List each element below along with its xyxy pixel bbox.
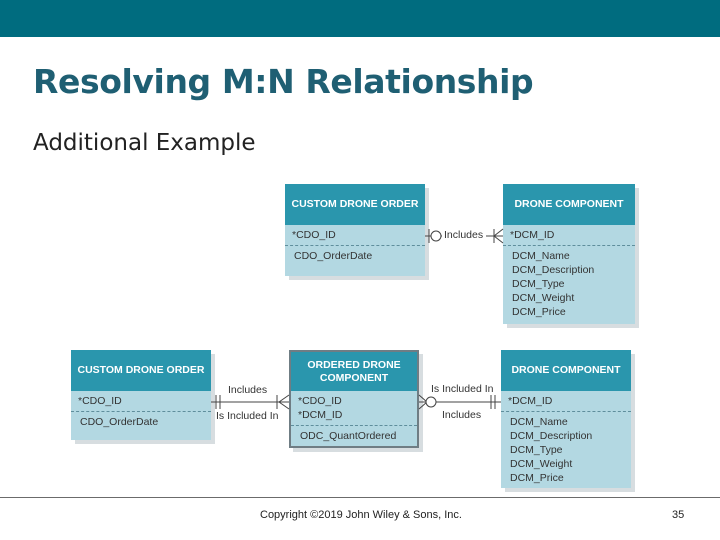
page-number: 35: [672, 509, 685, 521]
copyright-text: Copyright ©2019 John Wiley & Sons, Inc.: [260, 509, 462, 521]
relationship-label-left-bottom: Is Included In: [216, 410, 279, 422]
entity-ordered-drone-component: ORDERED DRONE COMPONENT *CDO_ID *DCM_ID …: [289, 350, 419, 448]
attribute-dcm-name: DCM_Name: [510, 416, 568, 428]
entity-primary-key: *CDO_ID *DCM_ID: [291, 391, 417, 426]
relationship-label-left-top: Includes: [228, 384, 268, 396]
entity-primary-key: *DCM_ID: [503, 225, 635, 246]
entity-primary-key: *DCM_ID: [501, 391, 631, 412]
entity-header: DRONE COMPONENT: [501, 350, 631, 391]
attribute-dcm-id: *DCM_ID: [510, 229, 555, 241]
slide-title: Resolving M:N Relationship: [33, 62, 534, 101]
attribute-dcm-name: DCM_Name: [512, 250, 570, 262]
attribute-dcm-id: *DCM_ID: [508, 395, 553, 407]
attribute-cdo-id: *CDO_ID: [298, 395, 342, 407]
slide-subtitle: Additional Example: [33, 130, 256, 156]
connector-top-crowfoot: [493, 228, 504, 244]
attribute-dcm-price: DCM_Price: [510, 472, 564, 484]
relationship-label-top: Includes: [444, 229, 484, 241]
footer-divider: [0, 497, 720, 498]
relationship-label-right-bottom: Includes: [442, 409, 482, 421]
attribute-odc-quantordered: ODC_QuantOrdered: [300, 430, 397, 442]
attribute-dcm-id: *DCM_ID: [298, 409, 343, 421]
entity-header: ORDERED DRONE COMPONENT: [291, 352, 417, 391]
entity-primary-key: *CDO_ID: [285, 225, 425, 246]
attribute-dcm-price: DCM_Price: [512, 306, 566, 318]
entity-header: CUSTOM DRONE ORDER: [285, 184, 425, 225]
entity-attributes: DCM_Name DCM_Description DCM_Type DCM_We…: [501, 412, 631, 485]
entity-header: DRONE COMPONENT: [503, 184, 635, 225]
attribute-cdo-id: *CDO_ID: [78, 395, 122, 407]
entity-drone-component-bottom: DRONE COMPONENT *DCM_ID DCM_Name DCM_Des…: [501, 350, 631, 488]
entity-drone-component-top: DRONE COMPONENT *DCM_ID DCM_Name DCM_Des…: [503, 184, 635, 324]
attribute-dcm-description: DCM_Description: [512, 264, 595, 276]
entity-primary-key: *CDO_ID: [71, 391, 211, 412]
entity-header: CUSTOM DRONE ORDER: [71, 350, 211, 391]
attribute-cdo-orderdate: CDO_OrderDate: [80, 416, 159, 428]
relationship-label-right-top: Is Included In: [431, 383, 494, 395]
connector-top-ring: [430, 230, 442, 242]
attribute-dcm-type: DCM_Type: [510, 444, 563, 456]
entity-attributes: CDO_OrderDate: [71, 412, 211, 429]
entity-attributes: CDO_OrderDate: [285, 246, 425, 263]
top-bar: [0, 0, 720, 37]
attribute-dcm-description: DCM_Description: [510, 430, 593, 442]
attribute-dcm-type: DCM_Type: [512, 278, 565, 290]
attribute-cdo-orderdate: CDO_OrderDate: [294, 250, 373, 262]
attribute-dcm-weight: DCM_Weight: [510, 458, 573, 470]
entity-attributes: ODC_QuantOrdered: [291, 426, 417, 443]
entity-custom-drone-order-top: CUSTOM DRONE ORDER *CDO_ID CDO_OrderDate: [285, 184, 425, 276]
attribute-cdo-id: *CDO_ID: [292, 229, 336, 241]
attribute-dcm-weight: DCM_Weight: [512, 292, 575, 304]
connector-right-ring: [425, 396, 437, 408]
entity-attributes: DCM_Name DCM_Description DCM_Type DCM_We…: [503, 246, 635, 319]
connector-left-crowfoot: [278, 394, 290, 410]
entity-custom-drone-order-bottom: CUSTOM DRONE ORDER *CDO_ID CDO_OrderDate: [71, 350, 211, 440]
